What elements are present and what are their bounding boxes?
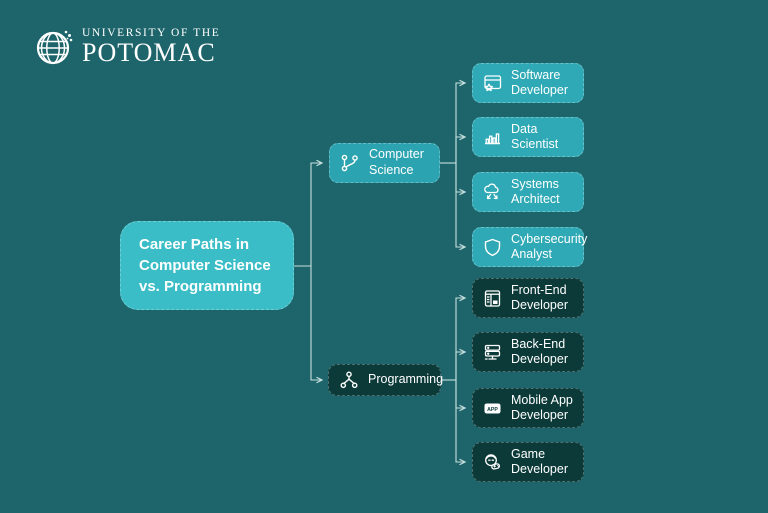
branch-node-computer-science: Computer Science (329, 143, 440, 183)
leaf-node-cybersecurity-analyst: Cybersecurity Analyst (472, 227, 588, 267)
leaf-label: Cybersecurity Analyst (511, 231, 588, 261)
git-branch-icon (340, 153, 360, 173)
leaf-label: Back-End Developer (511, 336, 568, 366)
server-icon (482, 342, 503, 363)
leaf-label: Game Developer (511, 446, 568, 476)
leaf-node-systems-architect: Systems Architect (472, 172, 584, 212)
leaf-node-game-developer: Game Developer (472, 442, 584, 482)
branch-label: Programming (368, 372, 444, 387)
branch-node-programming: Programming (328, 364, 444, 396)
hierarchy-icon (339, 370, 359, 390)
bar-chart-icon (482, 127, 503, 148)
branch-label: Computer Science (369, 147, 424, 177)
leaf-label: Front-End Developer (511, 282, 568, 312)
leaf-node-front-end-developer: Front-End Developer (472, 278, 584, 318)
globe-icon (34, 26, 74, 68)
browser-star-icon (482, 73, 503, 94)
app-badge-icon: APP (482, 398, 503, 419)
logo-line2: POTOMAC (82, 38, 216, 68)
shield-icon (482, 237, 503, 258)
leaf-node-data-scientist: Data Scientist (472, 117, 584, 157)
university-logo: UNIVERSITY OF THE POTOMAC (34, 26, 220, 68)
logo-line1: UNIVERSITY OF THE (82, 26, 221, 39)
browser-layout-icon (482, 288, 503, 309)
cloud-network-icon (482, 182, 503, 203)
root-node-career-paths: Career Paths in Computer Science vs. Pro… (120, 221, 294, 310)
app-badge-text: APP (487, 406, 498, 412)
leaf-node-mobile-app-developer: APP Mobile App Developer (472, 388, 584, 428)
leaf-label: Data Scientist (511, 121, 559, 151)
leaf-node-back-end-developer: Back-End Developer (472, 332, 584, 372)
leaf-label: Software Developer (511, 67, 568, 97)
game-controller-icon (482, 452, 503, 473)
leaf-node-software-developer: Software Developer (472, 63, 584, 103)
root-node-label: Career Paths in Computer Science vs. Pro… (139, 235, 271, 296)
leaf-label: Mobile App Developer (511, 392, 573, 422)
leaf-label: Systems Architect (511, 176, 560, 206)
